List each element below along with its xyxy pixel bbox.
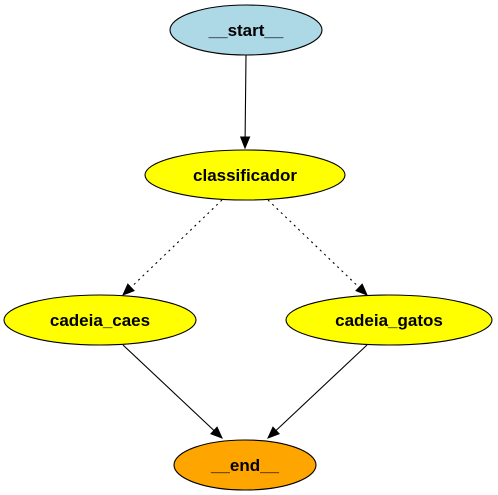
node-ellipse [144, 149, 346, 201]
arrowhead-icon [267, 426, 280, 439]
edge-line [267, 199, 360, 288]
node-ellipse [285, 294, 493, 346]
nodes-layer: __start__ classificador cadeia_caes cadeia_… [3, 4, 493, 491]
node-label: __end__ [210, 456, 280, 475]
node-ellipse [3, 294, 197, 346]
node-label: classificador [193, 166, 297, 185]
arrowhead-icon [210, 426, 223, 439]
edge-start-to-classificador [239, 54, 251, 150]
node-cadeia-caes[interactable]: cadeia_caes [3, 294, 197, 346]
arrowhead-icon [239, 136, 251, 150]
arrowhead-icon [122, 283, 135, 296]
node-ellipse [169, 4, 323, 56]
edge-cadeia_caes-to-end [122, 344, 223, 439]
node-cadeia-gatos[interactable]: cadeia_gatos [285, 294, 493, 346]
arrowhead-icon [355, 283, 368, 296]
edge-line [122, 344, 215, 431]
edge-classificador-to-cadeia_gatos [267, 199, 368, 296]
node-label: __start__ [208, 21, 284, 40]
node-label: cadeia_gatos [335, 311, 443, 330]
node-ellipse [173, 439, 317, 491]
node-label: cadeia_caes [50, 311, 150, 330]
node-classificador[interactable]: classificador [144, 149, 346, 201]
edge-line [130, 199, 223, 288]
edge-line [275, 344, 368, 431]
edge-line [244, 54, 247, 138]
edges-layer [122, 54, 368, 439]
edge-classificador-to-cadeia_caes [122, 199, 223, 296]
edge-cadeia_gatos-to-end [267, 344, 368, 439]
node-end[interactable]: __end__ [173, 439, 317, 491]
node-start[interactable]: __start__ [169, 4, 323, 56]
